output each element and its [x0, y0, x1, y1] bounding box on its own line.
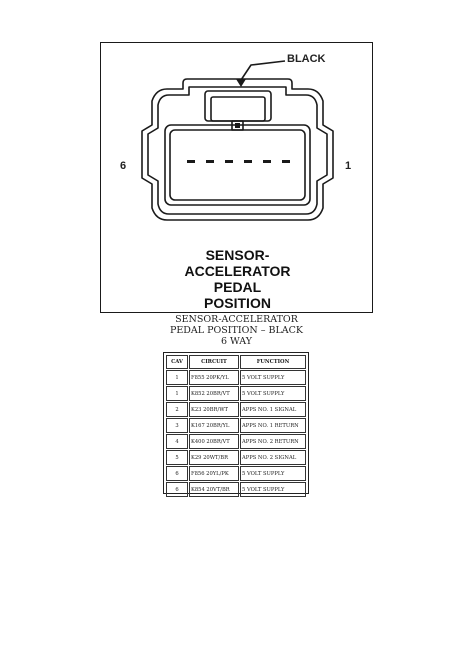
pin-number-right: 1 — [345, 160, 352, 172]
figure-caption: SENSOR-ACCELERATOR PEDAL POSITION – BLAC… — [100, 314, 373, 347]
table-row: 4 K400 20BR/VT APPS NO. 2 RETURN — [166, 434, 306, 449]
connector-title-line: ACCELERATOR — [184, 263, 291, 279]
cavity-3-slot — [244, 160, 252, 163]
cell-circuit: K29 20WT/BR — [189, 450, 239, 465]
cell-cav: 5 — [166, 450, 188, 465]
cavity-slots — [187, 160, 290, 163]
color-callout-line — [240, 60, 286, 81]
connector-key — [231, 120, 244, 131]
cell-function: 5 VOLT SUPPLY — [240, 370, 306, 385]
cell-cav: 2 — [166, 402, 188, 417]
table-row: 1 F855 20PK/YL 5 VOLT SUPPLY — [166, 370, 306, 385]
cell-circuit: F856 20YL/PK — [189, 466, 239, 481]
cavity-2-slot — [263, 160, 271, 163]
table-row: 2 K23 20BR/WT APPS NO. 1 SIGNAL — [166, 402, 306, 417]
cell-cav: 3 — [166, 418, 188, 433]
cell-circuit: K400 20BR/VT — [189, 434, 239, 449]
cell-circuit: K167 20BR/YL — [189, 418, 239, 433]
cell-circuit: K854 20VT/BR — [189, 482, 239, 497]
header-cav: CAV — [166, 355, 188, 369]
connector-outer-shell — [141, 78, 334, 221]
cell-cav: 1 — [166, 386, 188, 401]
connector-inner-shell — [147, 86, 328, 215]
cell-circuit: K852 20BR/VT — [189, 386, 239, 401]
connector-color-label: BLACK — [287, 53, 326, 65]
cell-function: APPS NO. 1 SIGNAL — [240, 402, 306, 417]
caption-line: SENSOR-ACCELERATOR — [175, 314, 298, 325]
header-function: FUNCTION — [240, 355, 306, 369]
table-row: 1 K852 20BR/VT 5 VOLT SUPPLY — [166, 386, 306, 401]
table-row: 6 F856 20YL/PK 5 VOLT SUPPLY — [166, 466, 306, 481]
cell-function: 5 VOLT SUPPLY — [240, 482, 306, 497]
cell-function: APPS NO. 2 SIGNAL — [240, 450, 306, 465]
connector-face — [164, 124, 311, 206]
connector-title-line: PEDAL — [213, 279, 262, 295]
cavity-5-slot — [206, 160, 214, 163]
cavity-6-slot — [187, 160, 195, 163]
cell-circuit: K23 20BR/WT — [189, 402, 239, 417]
table-row: 3 K167 20BR/YL APPS NO. 1 RETURN — [166, 418, 306, 433]
callout-arrow-icon — [236, 79, 246, 87]
connector-latch — [204, 90, 272, 122]
cell-function: APPS NO. 1 RETURN — [240, 418, 306, 433]
table-row: 5 K29 20WT/BR APPS NO. 2 SIGNAL — [166, 450, 306, 465]
header-circuit: CIRCUIT — [189, 355, 239, 369]
connector-title-line: SENSOR- — [205, 247, 270, 263]
cavity-4-slot — [225, 160, 233, 163]
pin-table: CAV CIRCUIT FUNCTION 1 F855 20PK/YL 5 VO… — [165, 354, 307, 498]
cell-cav: 4 — [166, 434, 188, 449]
table-row: 6 K854 20VT/BR 5 VOLT SUPPLY — [166, 482, 306, 497]
connector-title: SENSOR- ACCELERATOR PEDAL POSITION — [101, 247, 374, 311]
cell-function: 5 VOLT SUPPLY — [240, 466, 306, 481]
pin-table-frame: CAV CIRCUIT FUNCTION 1 F855 20PK/YL 5 VO… — [163, 352, 309, 497]
cell-function: 5 VOLT SUPPLY — [240, 386, 306, 401]
cell-cav: 1 — [166, 370, 188, 385]
caption-line: 6 WAY — [220, 336, 253, 347]
cell-cav: 6 — [166, 466, 188, 481]
cell-function: APPS NO. 2 RETURN — [240, 434, 306, 449]
connector-title-line: POSITION — [204, 295, 271, 311]
cell-circuit: F855 20PK/YL — [189, 370, 239, 385]
connector-drawing — [141, 60, 334, 221]
cavity-1-slot — [282, 160, 290, 163]
table-header-row: CAV CIRCUIT FUNCTION — [166, 355, 306, 369]
cell-cav: 6 — [166, 482, 188, 497]
connector-figure: BLACK 6 1 SENSOR- ACCELERATOR PEDAL POSI… — [100, 42, 373, 313]
caption-line: PEDAL POSITION – BLACK — [169, 325, 304, 336]
pin-number-left: 6 — [120, 160, 127, 172]
